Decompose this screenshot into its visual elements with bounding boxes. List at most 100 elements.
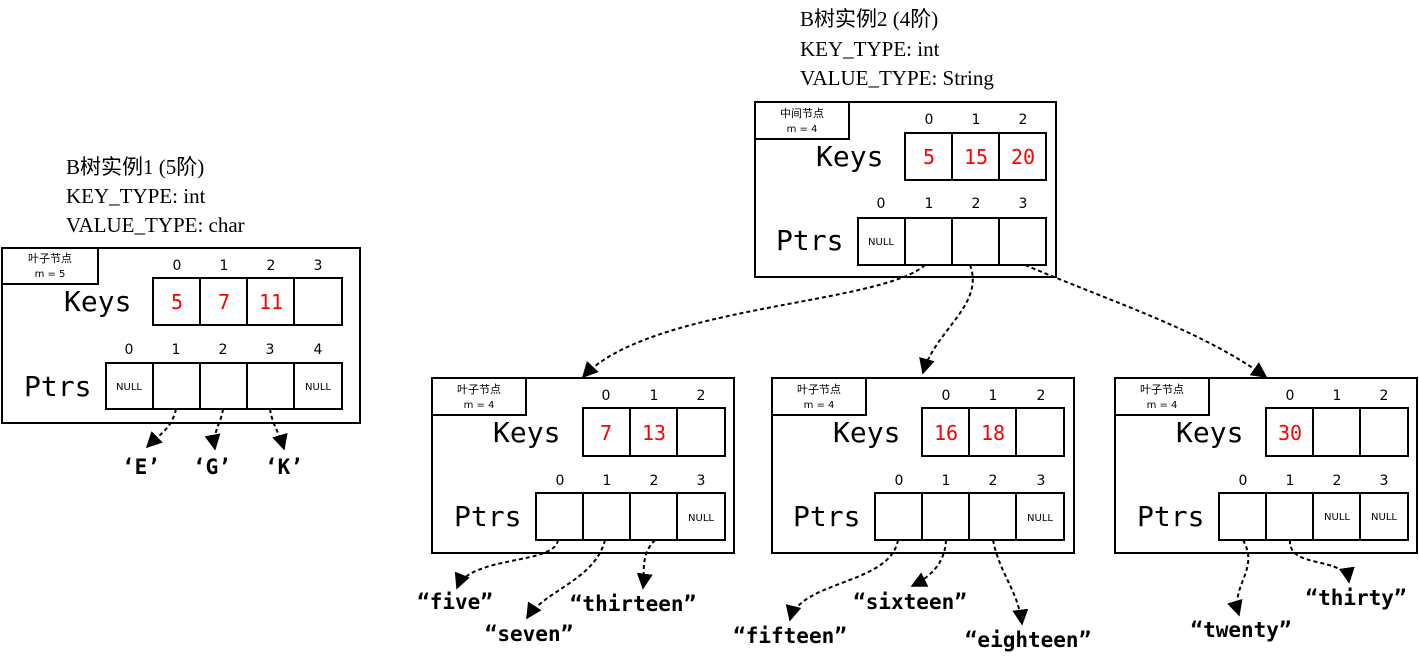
key-cell xyxy=(1312,407,1361,457)
ptr-cell xyxy=(1265,492,1314,541)
node-frame xyxy=(771,377,1075,554)
key-index: 0 xyxy=(602,388,611,404)
value-label: ‘G’ xyxy=(193,455,231,479)
key-cell xyxy=(152,277,201,326)
ptr-cell xyxy=(1015,492,1065,541)
value-label: “twenty” xyxy=(1190,618,1291,642)
tree2-caption: B树实例2 (4阶) KEY_TYPE: int VALUE_TYPE: Str… xyxy=(800,7,994,90)
node-tag-box xyxy=(771,377,867,416)
ptr-index: 0 xyxy=(125,342,134,358)
arrow xyxy=(581,264,926,379)
ptr-cell xyxy=(921,492,970,541)
value-label: ‘K’ xyxy=(265,455,303,479)
node-kind-label: 叶子节点 xyxy=(797,383,841,396)
tree2-values: “five” “seven” “thirteen” “fifteen” “six… xyxy=(417,586,1407,652)
keys-label: Keys xyxy=(493,416,560,449)
arrow xyxy=(269,408,288,451)
key-cell xyxy=(968,407,1017,457)
null-pointer: NULL xyxy=(305,382,331,393)
ptrs-label: Ptrs xyxy=(24,370,91,403)
value-label: “fifteen” xyxy=(733,624,847,648)
arrow xyxy=(785,539,899,622)
node-kind-label: 叶子节点 xyxy=(1140,383,1184,396)
ptr-cell xyxy=(1218,492,1267,541)
node-frame xyxy=(1114,377,1418,554)
tree1-caption: B树实例1 (5阶) KEY_TYPE: int VALUE_TYPE: cha… xyxy=(66,155,245,237)
tree2-leaf-node-3: 叶子节点 m = 4 Keys Ptrs 0 1 2 30 0 1 2 3 NU… xyxy=(1114,377,1418,554)
key-value: 15 xyxy=(964,145,988,169)
ptrs-label: Ptrs xyxy=(1137,500,1204,533)
ptr-index: 3 xyxy=(697,473,706,489)
ptrs-label: Ptrs xyxy=(776,224,843,257)
node-frame xyxy=(1,247,361,424)
ptr-index: 2 xyxy=(1333,473,1342,489)
key-cell xyxy=(1359,407,1409,457)
key-index: 2 xyxy=(1037,388,1046,404)
key-index: 2 xyxy=(1019,112,1028,128)
key-index: 1 xyxy=(1333,388,1342,404)
tree2-leaf-node-1: 叶子节点 m = 4 Keys Ptrs 0 1 2 7 13 0 1 2 3 … xyxy=(431,377,735,554)
key-cell xyxy=(921,407,970,457)
ptr-index: 3 xyxy=(1380,473,1389,489)
ptr-cell xyxy=(904,217,953,266)
keys-label: Keys xyxy=(833,416,900,449)
key-value: 13 xyxy=(642,421,666,445)
null-pointer: NULL xyxy=(1371,512,1397,523)
ptr-index: 1 xyxy=(925,196,934,212)
value-label: “thirty” xyxy=(1305,586,1406,610)
key-index: 1 xyxy=(989,388,998,404)
key-index: 3 xyxy=(314,258,323,274)
ptrs-label: Ptrs xyxy=(454,500,521,533)
ptr-cell xyxy=(629,492,678,541)
ptr-cells: NULL xyxy=(857,217,1047,266)
arrow xyxy=(1227,539,1250,617)
node-kind-label: 叶子节点 xyxy=(28,252,72,265)
key-value: 11 xyxy=(259,290,283,314)
key-index: 2 xyxy=(267,258,276,274)
ptr-index: 2 xyxy=(989,473,998,489)
ptr-cell xyxy=(535,492,584,541)
value-label: “thirteen” xyxy=(570,592,696,616)
node-order-label: m = 4 xyxy=(787,124,818,135)
key-value: 16 xyxy=(934,421,958,445)
null-pointer: NULL xyxy=(868,237,894,248)
tree2-value-type: VALUE_TYPE: String xyxy=(800,66,994,90)
key-cell xyxy=(676,407,726,457)
node-kind-label: 叶子节点 xyxy=(457,383,501,396)
arrow xyxy=(910,539,947,587)
ptr-index: 3 xyxy=(266,342,275,358)
key-value: 7 xyxy=(600,421,612,445)
tree2-leaf-node-2: 叶子节点 m = 4 Keys Ptrs 0 1 2 16 18 0 1 2 3… xyxy=(771,377,1075,554)
ptrs-label: Ptrs xyxy=(793,500,860,533)
key-cell xyxy=(1265,407,1314,457)
key-value: 18 xyxy=(981,421,1005,445)
ptr-cell xyxy=(951,217,1000,266)
key-cell xyxy=(293,277,343,326)
value-label: “seven” xyxy=(485,622,574,646)
key-value: 30 xyxy=(1278,421,1302,445)
ptr-index: 1 xyxy=(172,342,181,358)
node-kind-label: 中间节点 xyxy=(780,107,824,120)
key-index: 2 xyxy=(697,388,706,404)
value-label: “eighteen” xyxy=(965,628,1091,652)
tree2-child-arrows xyxy=(581,264,1268,379)
key-value: 5 xyxy=(171,290,183,314)
null-pointer: NULL xyxy=(1027,513,1053,524)
key-value: 5 xyxy=(923,145,935,169)
tree2-title: B树实例2 (4阶) xyxy=(800,7,938,31)
ptr-cell xyxy=(1312,492,1361,541)
node-order-label: m = 4 xyxy=(464,400,495,411)
arrow xyxy=(526,539,606,620)
keys-label: Keys xyxy=(1176,416,1243,449)
value-label: ‘E’ xyxy=(122,455,160,479)
arrow xyxy=(992,539,1029,626)
key-cell xyxy=(246,277,295,326)
tree1-title: B树实例1 (5阶) xyxy=(66,155,204,179)
node-tag-box xyxy=(1,247,99,285)
node-tag-box xyxy=(1114,377,1210,416)
key-index: 0 xyxy=(925,112,934,128)
key-index: 1 xyxy=(650,388,659,404)
ptr-cell xyxy=(246,362,295,410)
arrow xyxy=(636,539,656,590)
ptr-index: 2 xyxy=(972,196,981,212)
